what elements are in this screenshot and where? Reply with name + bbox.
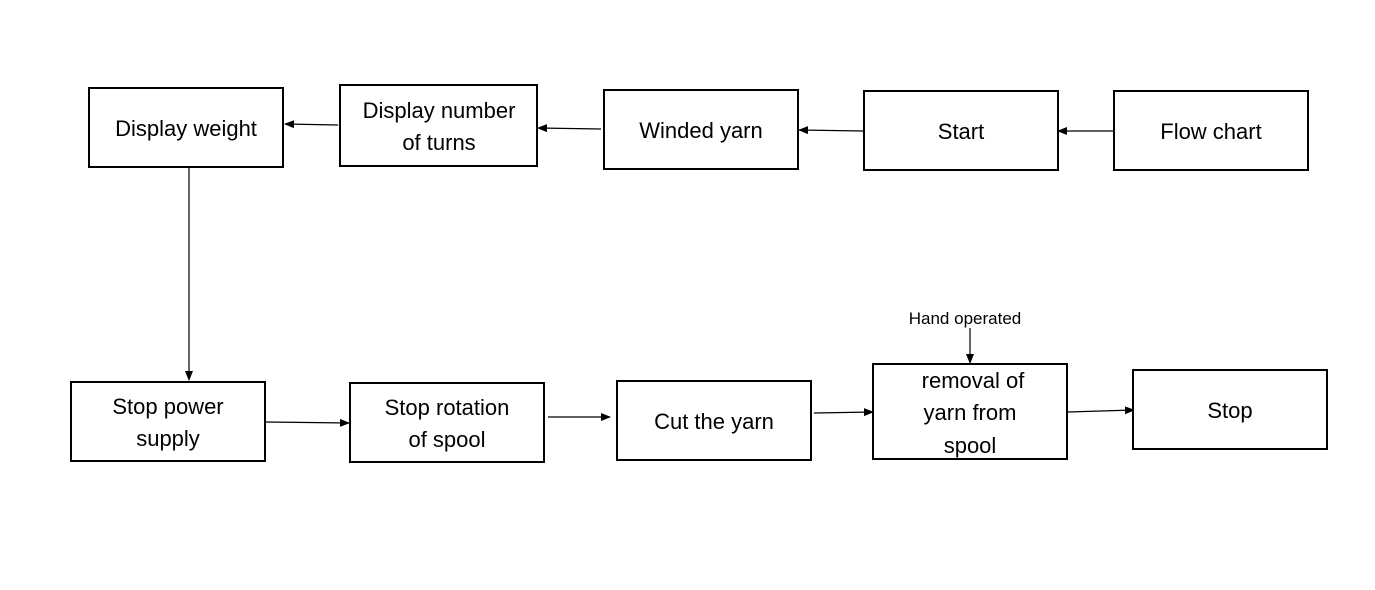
node-winded-yarn: Winded yarn xyxy=(603,89,799,170)
node-label: Stop xyxy=(1207,398,1252,423)
edge-removal-to-stop xyxy=(1067,406,1135,415)
node-label: removal of xyxy=(922,368,1026,393)
node-label: Flow chart xyxy=(1160,119,1261,144)
node-label: Start xyxy=(938,119,984,144)
node-removal-of-yarn-from-spool: removal of yarn from spool xyxy=(872,363,1068,460)
node-stop-power-supply: Stop power supply xyxy=(70,381,266,462)
edge-winded-yarn-to-display-turns xyxy=(537,124,602,133)
edges xyxy=(185,120,1135,427)
node-label: Cut the yarn xyxy=(654,409,774,434)
node-label: yarn from xyxy=(924,400,1017,425)
node-cut-the-yarn: Cut the yarn xyxy=(616,380,812,461)
node-label: Stop rotation xyxy=(385,395,510,420)
node-stop-rotation-of-spool: Stop rotation of spool xyxy=(349,382,545,463)
annotation-hand-operated: Hand operated xyxy=(909,309,1021,328)
edge-start-to-winded-yarn xyxy=(798,126,864,135)
node-display-weight: Display weight xyxy=(88,87,284,168)
node-label: Display weight xyxy=(115,116,257,141)
node-label: Display number xyxy=(363,98,516,123)
node-stop: Stop xyxy=(1132,369,1328,450)
node-label: Stop power xyxy=(112,394,223,419)
node-label: supply xyxy=(136,426,200,451)
node-display-number-of-turns: Display number of turns xyxy=(339,84,538,167)
edge-cut-yarn-to-removal xyxy=(813,408,874,417)
node-flow-chart: Flow chart xyxy=(1113,90,1309,171)
node-label: of turns xyxy=(402,130,475,155)
edge-stop-power-to-stop-rotation xyxy=(265,418,350,427)
edge-display-turns-to-display-weight xyxy=(284,120,339,129)
node-start: Start xyxy=(863,90,1059,171)
node-label: Winded yarn xyxy=(639,118,763,143)
node-label: spool xyxy=(944,433,997,458)
node-label: of spool xyxy=(408,427,485,452)
